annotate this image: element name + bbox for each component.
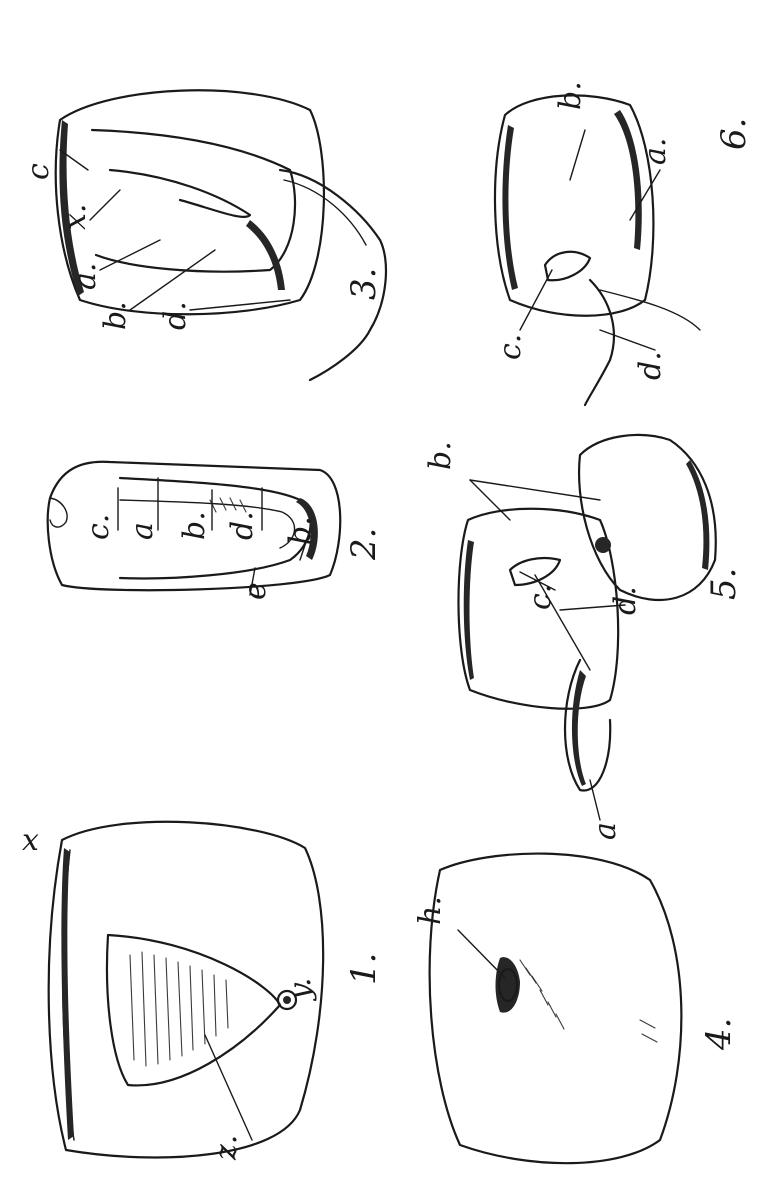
fig6-number: 6. — [714, 118, 754, 150]
figure-3: c x. a. b. d. 3. — [21, 90, 386, 380]
fig3-number: 3. — [344, 268, 384, 300]
fig3-label-a: a. — [68, 263, 103, 290]
fig1-label-x: x — [22, 823, 39, 858]
fig5-cotyledon-right — [579, 435, 716, 600]
fig1-seed-outline — [49, 822, 323, 1158]
fig6-edge-shade — [502, 125, 518, 290]
fig3-label-b: b. — [98, 301, 133, 330]
fig6-plumule — [545, 252, 590, 280]
fig5-number: 5. — [704, 568, 744, 600]
fig3-label-x: x. — [58, 204, 93, 230]
fig6-leader-c — [520, 270, 552, 330]
fig6-radicle-tail — [600, 290, 700, 330]
fig1-hilum-shade — [61, 848, 74, 1140]
fig6-leader-d — [600, 330, 655, 350]
fig2-label-b2: b. — [283, 516, 318, 545]
fig1-label-y: y. — [283, 978, 318, 1003]
fig2-label-e: e — [238, 582, 273, 600]
fig5-radicle-a — [565, 660, 610, 790]
figure-5: b. c. d. a 5. — [423, 435, 744, 840]
fig5-label-c: c. — [523, 584, 558, 610]
fig5-edge-shade-left — [464, 540, 474, 680]
fig2-seed-notch — [50, 498, 67, 527]
fig5-leader-b1 — [470, 480, 510, 520]
fig6-radicle — [585, 280, 614, 405]
fig6-label-a: a. — [638, 138, 673, 165]
fig3-plumule-a — [110, 170, 250, 217]
fig6-label-b: b. — [553, 81, 588, 110]
fig4-label-h: h. — [413, 896, 448, 925]
fig5-label-b: b. — [423, 441, 458, 470]
fig5-label-d: d. — [608, 586, 643, 615]
fig4-number: 4. — [699, 1018, 739, 1051]
fig6-bean-outline — [495, 95, 653, 315]
fig1-label-z: z. — [209, 1135, 244, 1161]
fig6-leader-b — [570, 130, 585, 180]
fig2-label-d: d. — [225, 511, 260, 540]
fig3-label-d: d. — [158, 301, 193, 330]
fig6-label-c: c. — [493, 334, 528, 360]
figure-6: b. a. c. d. 6. — [493, 81, 754, 405]
figure-4: h. 4. — [413, 854, 739, 1164]
figure-2: c. a b. d. b. e 2. — [48, 462, 384, 600]
fig2-label-a: a — [125, 522, 160, 540]
fig3-leader-x — [90, 190, 120, 220]
fig2-label-b1: b. — [177, 511, 212, 540]
fig5-plumule — [510, 558, 560, 585]
fig3-shade-b — [246, 220, 285, 290]
fig5-edge-shade-right — [686, 460, 709, 570]
fig6-edge-shade-a — [614, 110, 642, 250]
fig1-number: 1. — [344, 953, 384, 985]
fig3-leader-a — [100, 240, 160, 270]
fig4-bean-outline — [430, 854, 682, 1164]
fig5-hilum — [595, 537, 611, 553]
fig3-leader-b — [130, 250, 215, 310]
fig4-hatching — [520, 960, 657, 1042]
fig3-cotyledon — [92, 130, 295, 272]
fig4-leader-h — [458, 930, 505, 978]
fig2-number: 2. — [344, 528, 384, 561]
fig1-embryo — [107, 935, 280, 1085]
figure-1: x y. z. 1. — [22, 822, 384, 1161]
fig3-label-c: c — [21, 163, 56, 180]
fig1-embryo-hatching — [130, 952, 228, 1066]
fig5-radicle-shade — [572, 670, 586, 786]
fig3-leader-d — [190, 300, 290, 310]
fig6-label-d: d. — [633, 351, 668, 380]
fig5-label-a: a — [588, 822, 623, 840]
fig2-label-c: c. — [81, 514, 116, 540]
